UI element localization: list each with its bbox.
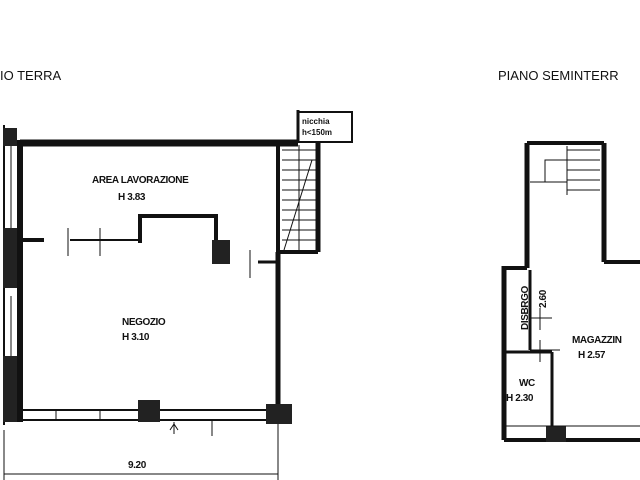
room-height-negozio: H 3.10 [122, 332, 150, 343]
room-height-magazzino: H 2.57 [578, 350, 606, 361]
column [3, 128, 17, 146]
niche-height: h<150m [302, 128, 332, 137]
room-height-area-lavorazione: H 3.83 [118, 192, 146, 203]
column [212, 240, 230, 264]
room-label-area-lavorazione: AREA LAVORAZIONE [92, 175, 189, 186]
room-label-wc: WC [519, 378, 535, 389]
room-height-wc: H 2.30 [506, 393, 534, 404]
basement-stair-steps [530, 146, 600, 195]
room-height-disbrgo: 2.60 [538, 289, 549, 308]
niche-box [297, 111, 353, 143]
partition-wall [138, 214, 218, 262]
stair-steps [282, 145, 316, 251]
column [546, 426, 566, 442]
entry-arrow [169, 423, 179, 431]
ground-floor-plan [3, 110, 353, 480]
room-label-magazzino: MAGAZZIN [572, 335, 622, 346]
ground-floor-title: IO TERRA [0, 68, 61, 83]
room-label-negozio: NEGOZIO [122, 317, 166, 328]
dimension-label: 9.20 [128, 460, 147, 471]
column [3, 228, 17, 288]
niche-label: nicchia [302, 117, 330, 126]
basement-floor-title: PIANO SEMINTERR [498, 68, 619, 83]
column [138, 400, 160, 422]
room-label-disbrgo: DISBRGO [520, 286, 531, 330]
basement-plan [501, 141, 640, 442]
column [266, 404, 292, 424]
column [3, 356, 17, 422]
